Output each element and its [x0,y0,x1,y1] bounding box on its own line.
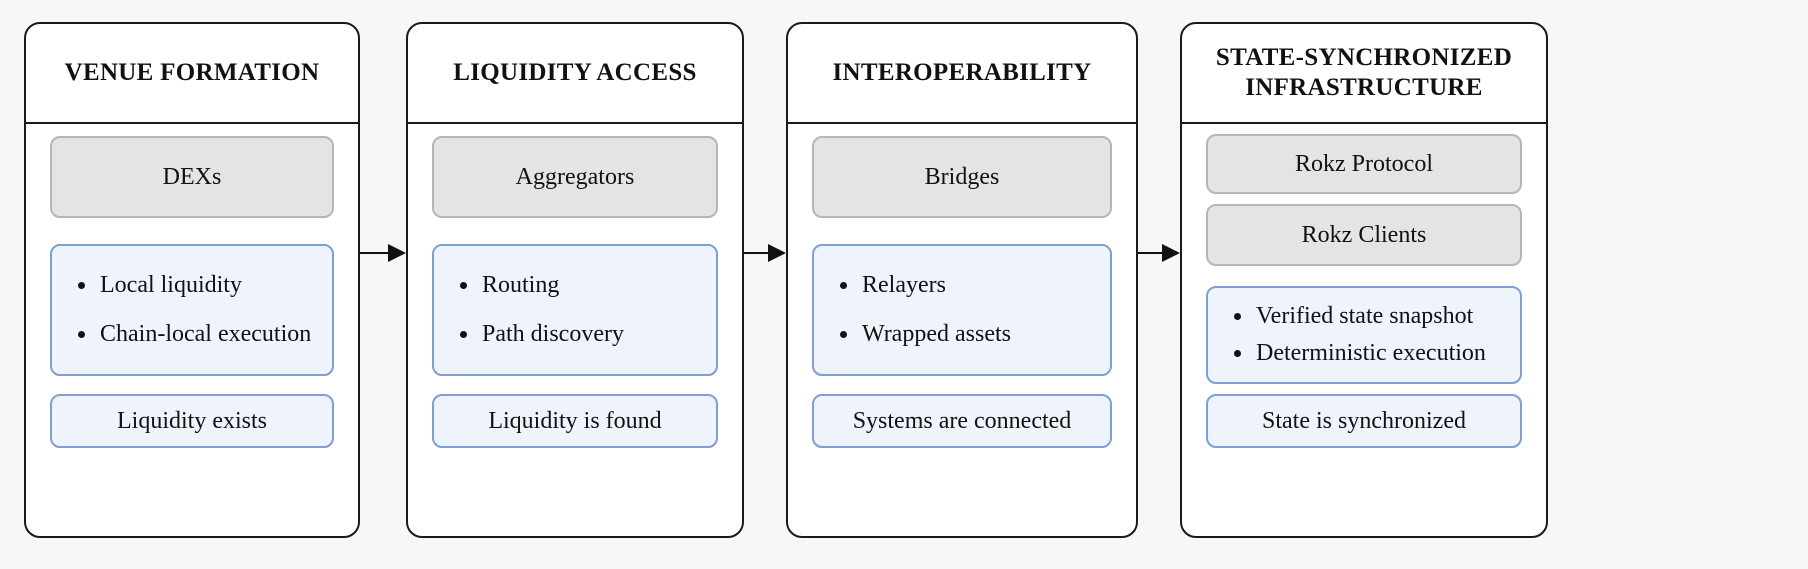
feature-list: Relayers Wrapped assets [814,271,1011,349]
arrow-head-icon [768,244,786,262]
stage-title: STATE-SYNCHRONIZED INFRASTRUCTURE [1215,44,1513,101]
stage-header: LIQUIDITY ACCESS [408,24,742,124]
flow-arrow-3 [1138,242,1180,264]
arrow-head-icon [388,244,406,262]
stage-header: INTEROPERABILITY [788,24,1136,124]
stage-title: LIQUIDITY ACCESS [453,59,697,86]
component-label: Rokz Clients [1301,221,1427,248]
feature-list-box: Verified state snapshot Deterministic ex… [1206,286,1522,384]
outcome-box: Liquidity exists [50,394,334,448]
feature-list: Verified state snapshot Deterministic ex… [1208,302,1486,368]
feature-item: Wrapped assets [840,320,1011,349]
flow-arrow-2 [744,242,786,264]
feature-item: Routing [460,271,624,300]
stage-liquidity-access: LIQUIDITY ACCESS Aggregators Routing Pat… [406,22,744,538]
component-box-rokz-clients: Rokz Clients [1206,204,1522,266]
stage-interoperability: INTEROPERABILITY Bridges Relayers Wrappe… [786,22,1138,538]
arrow-line [1138,252,1164,254]
feature-list-box: Routing Path discovery [432,244,718,376]
feature-list-box: Local liquidity Chain-local execution [50,244,334,376]
component-label: Rokz Protocol [1295,150,1433,177]
component-box-dexs: DEXs [50,136,334,218]
stage-header: STATE-SYNCHRONIZED INFRASTRUCTURE [1182,24,1546,124]
feature-list: Routing Path discovery [434,271,624,349]
outcome-label: Systems are connected [852,407,1072,434]
feature-item: Verified state snapshot [1234,302,1486,331]
flow-diagram: VENUE FORMATION DEXs Local liquidity Cha… [24,22,1784,538]
feature-item: Chain-local execution [78,320,311,349]
feature-item: Local liquidity [78,271,311,300]
feature-item: Path discovery [460,320,624,349]
stage-title: INTEROPERABILITY [832,59,1092,86]
feature-item: Deterministic execution [1234,339,1486,368]
component-label: DEXs [162,163,222,190]
stage-state-synchronized-infrastructure: STATE-SYNCHRONIZED INFRASTRUCTURE Rokz P… [1180,22,1548,538]
component-box-rokz-protocol: Rokz Protocol [1206,134,1522,194]
stage-venue-formation: VENUE FORMATION DEXs Local liquidity Cha… [24,22,360,538]
component-label: Bridges [924,163,1000,190]
outcome-label: Liquidity is found [488,407,662,434]
stage-title: VENUE FORMATION [64,59,320,86]
outcome-label: State is synchronized [1262,407,1466,434]
outcome-box: Systems are connected [812,394,1112,448]
component-box-bridges: Bridges [812,136,1112,218]
feature-list-box: Relayers Wrapped assets [812,244,1112,376]
outcome-label: Liquidity exists [117,407,267,434]
outcome-box: Liquidity is found [432,394,718,448]
arrow-line [360,252,390,254]
component-box-aggregators: Aggregators [432,136,718,218]
component-label: Aggregators [515,163,635,190]
feature-list: Local liquidity Chain-local execution [52,271,311,349]
flow-arrow-1 [360,242,406,264]
arrow-line [744,252,770,254]
outcome-box: State is synchronized [1206,394,1522,448]
arrow-head-icon [1162,244,1180,262]
stage-header: VENUE FORMATION [26,24,358,124]
feature-item: Relayers [840,271,1011,300]
